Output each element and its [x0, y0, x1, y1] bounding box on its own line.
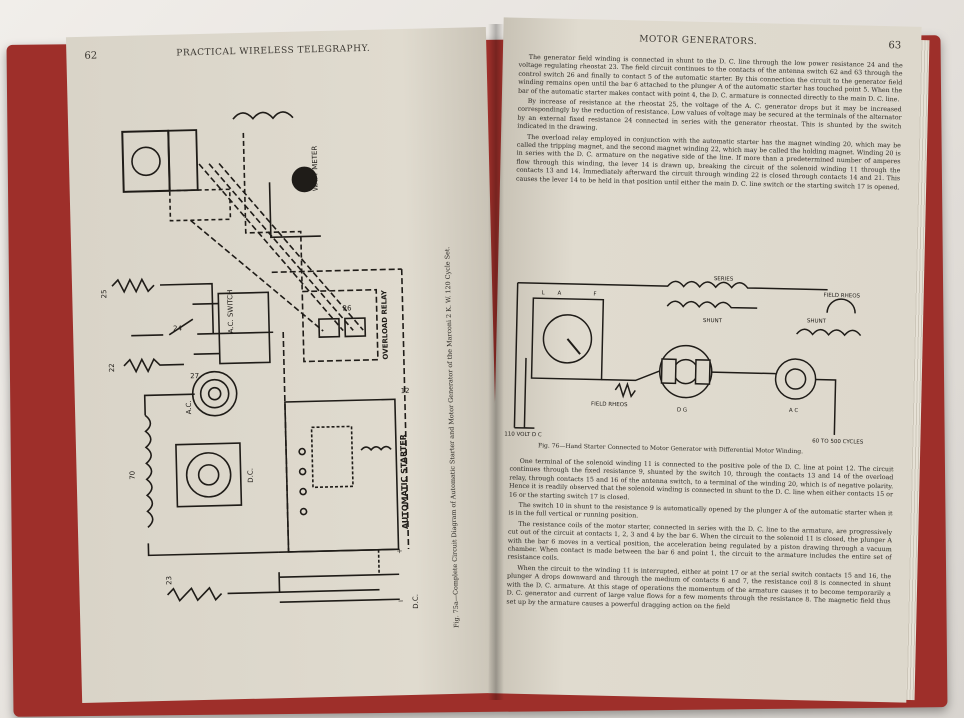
overload-relay-label: OVERLOAD RELAY — [380, 289, 390, 360]
field-rheos-left-label: FIELD RHEOS — [591, 401, 628, 408]
label-26: 26 — [343, 304, 353, 312]
volt-label: 110 VOLT D C — [504, 431, 542, 438]
right-text-bottom: One terminal of the solenoid winding 11 … — [506, 458, 893, 618]
label-70: 70 — [129, 471, 137, 480]
dc-terminal-label: D.C. — [412, 594, 420, 609]
watt-meter-label: WATT METER — [311, 145, 320, 191]
shunt-right-label: SHUNT — [807, 318, 827, 324]
right-running-head: MOTOR GENERATORS. — [639, 34, 758, 48]
plus-sign: + — [396, 547, 402, 555]
book-gutter — [488, 24, 504, 700]
dg-label: D G — [677, 407, 687, 413]
ac-generator-label: A.C. — [185, 400, 193, 414]
paragraph: The generator field winding is connected… — [517, 53, 903, 103]
label-25: 25 — [100, 289, 108, 298]
starter-circuit-diagram: WATT METER A.C. SWITCH OVERLOAD RELAY AU… — [100, 111, 420, 609]
ac-switch-label: A.C. SWITCH — [226, 290, 235, 334]
label-24: 24 — [173, 324, 183, 332]
series-label: SERIES — [714, 276, 734, 282]
cycles-label: 60 TO 500 CYCLES — [812, 438, 864, 445]
right-page: MOTOR GENERATORS. 63 The generator field… — [488, 17, 922, 703]
label-f: F — [593, 291, 596, 297]
right-page-number: 63 — [888, 40, 902, 52]
paragraph: The resistance coils of the motor starte… — [507, 520, 893, 563]
label-27: 27 — [190, 372, 199, 380]
label-l: L — [541, 290, 545, 296]
ac-label: A C — [789, 408, 799, 414]
paragraph: The overload relay employed in conjuncti… — [515, 133, 901, 192]
left-page: 62 PRACTICAL WIRELESS TELEGRAPHY. — [65, 26, 503, 704]
paragraph: When the circuit to the winding 11 is in… — [506, 564, 892, 611]
field-rheos-right-label: FIELD RHEOS — [823, 293, 860, 300]
shunt-top-label: SHUNT — [703, 318, 723, 324]
label-a: A — [557, 291, 561, 297]
right-text-top: The generator field winding is connected… — [516, 54, 903, 195]
automatic-starter-label: AUTOMATIC STARTER — [399, 434, 410, 529]
minus-sign: − — [398, 597, 404, 605]
hand-starter-diagram: SERIES SHUNT SHUNT FIELD RHEOS FIELD RHE… — [504, 276, 864, 445]
label-12: 12 — [401, 387, 410, 395]
label-22: 22 — [108, 363, 116, 372]
label-23: 23 — [165, 576, 173, 585]
paragraph: One terminal of the solenoid winding 11 … — [508, 457, 894, 501]
dc-motor-label: D.C. — [247, 468, 255, 483]
